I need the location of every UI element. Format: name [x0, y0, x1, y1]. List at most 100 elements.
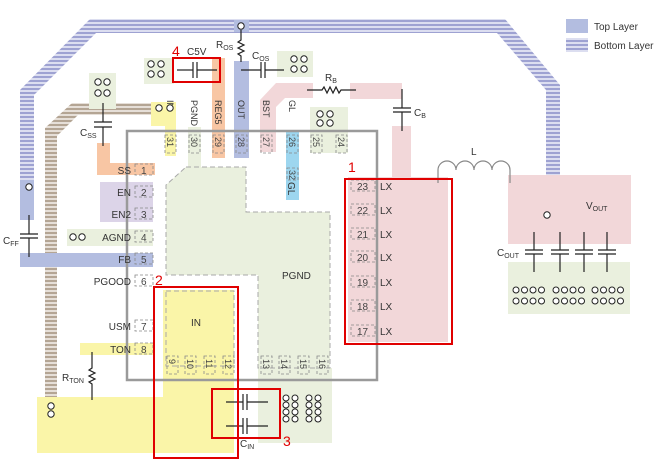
callout-number-1: 1 — [348, 159, 356, 175]
ros-resistor — [236, 30, 246, 62]
via — [521, 297, 528, 305]
cb-capacitor — [393, 89, 411, 131]
via — [314, 408, 322, 416]
rb-label: RB — [325, 73, 337, 85]
pin-1-ss: 1SS — [118, 163, 154, 177]
via — [291, 408, 299, 416]
via — [282, 401, 290, 409]
via-in31-b — [166, 104, 174, 112]
pin-number: 27 — [261, 137, 271, 147]
component-labels: C5V ROS COS RB CB CSS CFF RTON CIN COUT … — [3, 40, 608, 451]
pin-number: 17 — [357, 327, 369, 338]
via — [291, 401, 299, 409]
via — [552, 286, 560, 294]
pin-name: BST — [261, 100, 271, 118]
rton-resistor — [87, 352, 97, 400]
via — [569, 297, 577, 305]
pin-number: 21 — [357, 230, 369, 241]
pin-24: 24 — [335, 134, 348, 154]
in-copper-area — [37, 397, 234, 453]
pin-4-agnd: 4 AGND — [102, 230, 154, 244]
pin-number: 13 — [261, 359, 271, 369]
via — [538, 297, 545, 305]
callout-box-1-lx — [344, 178, 453, 345]
via — [608, 297, 616, 305]
via — [617, 297, 624, 305]
callout-number-4: 4 — [172, 43, 180, 59]
callout-boxes — [153, 57, 453, 459]
via — [600, 297, 607, 305]
callout-number-3: 3 — [283, 433, 291, 449]
via — [569, 286, 577, 294]
pin-16: 16 — [316, 355, 329, 375]
via — [521, 286, 528, 294]
pin-name: LX — [380, 182, 393, 193]
pgnd30-trace — [188, 127, 201, 172]
pgnd-exposed-pad — [165, 166, 331, 369]
via — [282, 408, 290, 416]
pin-name: AGND — [102, 233, 131, 244]
via — [529, 297, 537, 305]
pin-number: 20 — [357, 253, 369, 264]
pin-number: 12 — [223, 359, 233, 369]
cos-label: COS — [252, 51, 270, 63]
pin-number: 7 — [141, 322, 147, 333]
pin-number: 4 — [141, 233, 147, 244]
cout-ground-vias — [512, 286, 624, 305]
pin-10: 10 — [184, 355, 197, 375]
via — [305, 408, 313, 416]
via — [305, 401, 313, 409]
fb-trace — [20, 253, 153, 267]
in-exposed-pad — [165, 290, 235, 367]
pin-number: 19 — [357, 278, 369, 289]
legend: Top Layer Bottom Layer — [566, 19, 654, 52]
legend-bottom-layer-label: Bottom Layer — [594, 41, 654, 52]
pin-number: 26 — [287, 137, 297, 147]
pin-number: 18 — [357, 302, 369, 313]
pin-18-lx: 18 LX — [350, 299, 393, 313]
via — [591, 297, 599, 305]
cin-label: CIN — [240, 439, 254, 451]
via-fb — [25, 183, 33, 191]
cff-label: CFF — [3, 236, 19, 248]
pin-number: 8 — [141, 345, 147, 356]
pin-name: LX — [380, 302, 393, 313]
ss-trace — [97, 143, 155, 175]
bst-trace — [260, 83, 313, 152]
pin-number: 31 — [165, 137, 175, 147]
pin-name: LX — [380, 230, 393, 241]
via — [561, 286, 568, 294]
cos-ground-pad — [277, 51, 313, 77]
pin-name: FB — [118, 255, 131, 266]
callout-box-4-c5v — [172, 57, 221, 83]
via — [282, 415, 290, 423]
pin-2-en: 2EN — [117, 185, 154, 199]
cin-ground-vias — [282, 394, 322, 423]
pin-number: 15 — [298, 359, 308, 369]
lx-copper-area — [348, 177, 448, 342]
via-out — [237, 22, 245, 30]
pin-32-gl: 32 GL — [285, 167, 299, 196]
ros-label: ROS — [216, 40, 234, 52]
pin-name: TON — [110, 345, 131, 356]
rton-label: RTON — [62, 373, 84, 385]
gl-trace — [286, 130, 299, 200]
pin-8-ton: 8 TON — [110, 342, 154, 356]
in-pad-label: IN — [191, 318, 201, 329]
pin-number: 6 — [141, 277, 147, 288]
top-pin-row: 31IN30PGND29REG528OUT27BST26GL2524 — [164, 100, 348, 154]
pin-name: LX — [380, 278, 393, 289]
via-in-b — [47, 410, 55, 418]
pin-32-name: GL — [285, 182, 296, 196]
via — [314, 401, 322, 409]
